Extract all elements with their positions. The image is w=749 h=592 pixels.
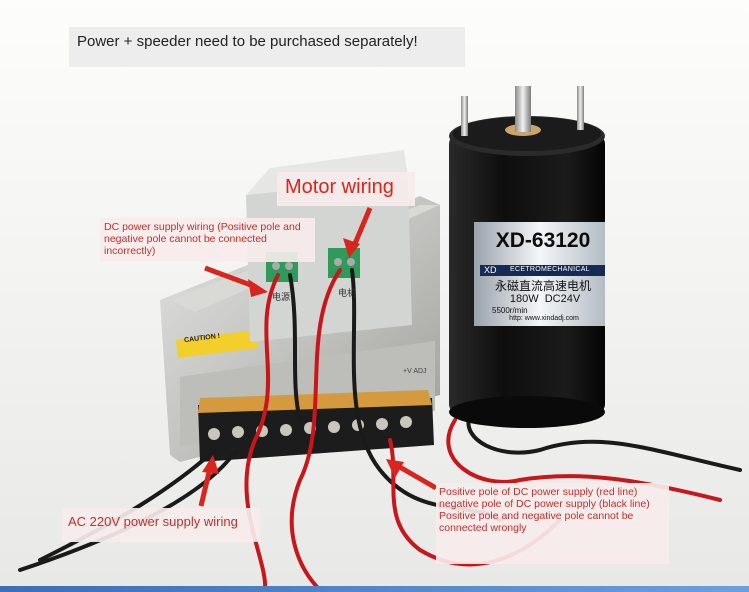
polarity-line-1: Positive pole of DC power supply (red li… <box>439 486 638 498</box>
ac-power-wiring-label: AC 220V power supply wiring <box>62 508 260 542</box>
motor-power-voltage: 180W DC24V <box>509 293 581 305</box>
dc-polarity-note: Positive pole of DC power supply (red li… <box>436 483 669 564</box>
arrow-ac-supply <box>198 455 219 507</box>
arrow-motor-wiring <box>343 207 373 258</box>
motor-type-text: ECETROMECHANICAL <box>510 266 590 273</box>
motor-wiring-title: Motor wiring <box>277 172 415 206</box>
arrow-dc-to-controller <box>204 265 268 297</box>
purchase-notice: Power + speeder need to be purchased sep… <box>69 27 465 67</box>
motor-model-text: XD-63120 <box>495 229 591 252</box>
annotation-arrows <box>198 207 438 507</box>
polarity-line-3: Positive pole and negative pole cannot b… <box>439 510 634 523</box>
bottom-accent-bar <box>0 586 749 592</box>
motor-url: http: www.xindadj.com <box>509 315 579 322</box>
controller-terminal-right: 电机 <box>338 289 357 299</box>
controller-terminal-left: 电源 <box>272 293 291 303</box>
arrow-dc-polarity <box>386 459 438 491</box>
motor-speed: 5500r/min <box>492 306 528 315</box>
dc-motor <box>449 86 605 428</box>
motor-chinese-name: 永磁直流高速电机 <box>494 279 591 293</box>
polarity-line-2: negative pole of DC power supply (black … <box>439 498 650 511</box>
dc-power-wiring-label: DC power supply wiring (Positive pole an… <box>100 218 315 262</box>
polarity-line-4: connected wrongly <box>439 522 527 535</box>
motor-brand-text: XD <box>484 265 497 275</box>
psu-adj-text: +V ADJ <box>403 368 427 375</box>
